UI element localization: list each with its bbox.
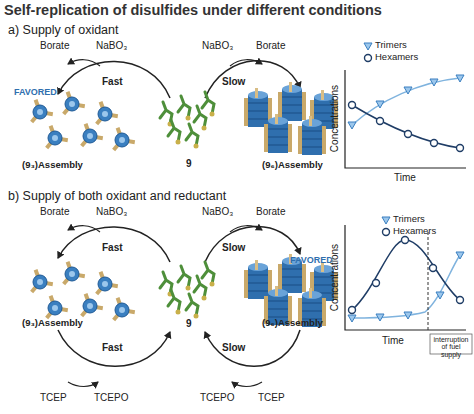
rate-label: Fast bbox=[102, 76, 123, 87]
reagent: Borate bbox=[40, 40, 69, 51]
axis-label: Time bbox=[394, 172, 416, 183]
panel-label: a) Supply of oxidant bbox=[8, 24, 119, 38]
panel-label: b) Supply of both oxidant and reductant bbox=[8, 190, 226, 204]
favored-tag: FAVORED bbox=[14, 88, 57, 98]
species-label: 9 bbox=[186, 158, 192, 169]
species-label: (9₃)Assembly bbox=[22, 318, 83, 328]
favored-tag: FAVORED bbox=[290, 256, 333, 266]
axis-label: Time bbox=[382, 335, 404, 346]
species-label: (9₃)Assembly bbox=[22, 160, 83, 170]
figure-title: Self-replication of disulfides under dif… bbox=[4, 3, 382, 19]
species-label: 9 bbox=[186, 318, 192, 329]
annotation: interruption of fuel supply bbox=[432, 336, 470, 358]
reagent: TCEP bbox=[40, 392, 67, 403]
reagent: Borate bbox=[256, 206, 285, 217]
reagent: NaBO₃ bbox=[96, 206, 127, 217]
reagent: Borate bbox=[40, 206, 69, 217]
legend-entry: Hexamers bbox=[375, 52, 418, 62]
reagent: NaBO₃ bbox=[96, 40, 127, 51]
reagent: TCEP bbox=[258, 392, 285, 403]
reagent: Borate bbox=[256, 40, 285, 51]
species-label: (9₆)Assembly bbox=[262, 318, 323, 328]
rate-label: Slow bbox=[222, 76, 245, 87]
reagent: NaBO₃ bbox=[202, 40, 233, 51]
rate-label: Slow bbox=[222, 342, 245, 353]
axis-label: Concentrations bbox=[329, 223, 340, 333]
reagent: TCEPO bbox=[200, 392, 234, 403]
axis-label: Concentrations bbox=[329, 64, 340, 174]
legend-entry: Trimers bbox=[375, 40, 407, 50]
legend-entry: Trimers bbox=[393, 214, 425, 224]
legend-entry: Hexamers bbox=[393, 226, 436, 236]
reagent: TCEPO bbox=[94, 392, 128, 403]
reagent: NaBO₃ bbox=[202, 206, 233, 217]
rate-label: Slow bbox=[222, 242, 245, 253]
rate-label: Fast bbox=[102, 342, 123, 353]
rate-label: Fast bbox=[102, 242, 123, 253]
species-label: (9₆)Assembly bbox=[262, 160, 323, 170]
